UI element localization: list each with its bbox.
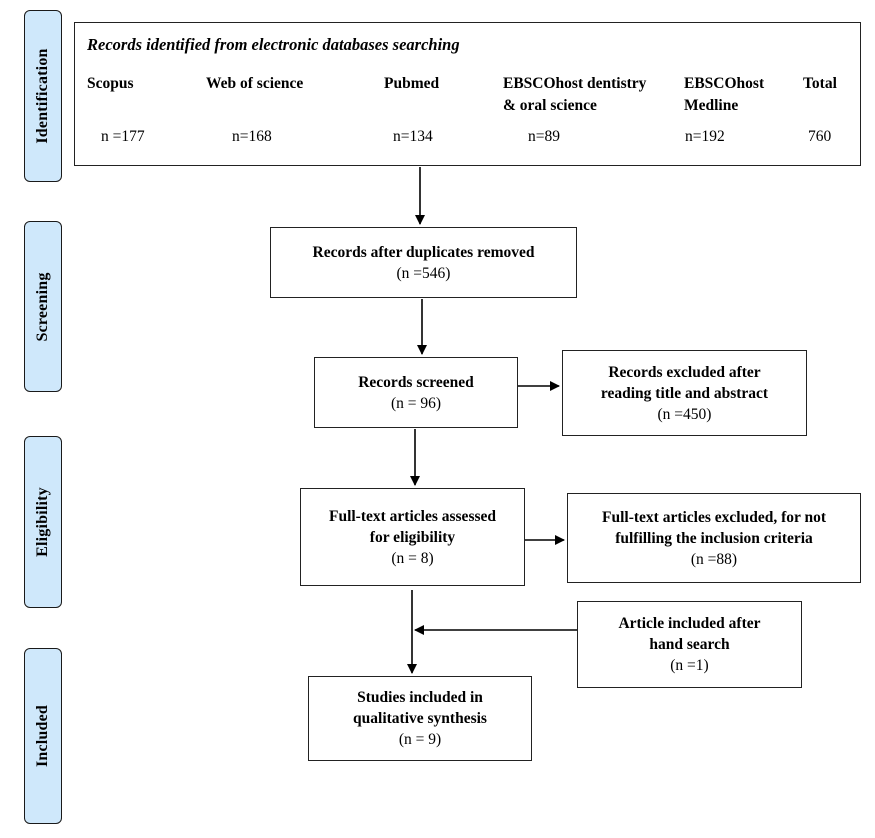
db-name-ebscohost-medline: EBSCOhost Medline [684,73,764,117]
records-screened-box: Records screened (n = 96) [314,357,518,428]
box-label: Studies included in [357,689,483,706]
db-count-ebscohost-medline: n=192 [685,128,725,145]
phase-tab-screening: Screening [24,221,62,392]
db-name-line: & oral science [503,97,597,114]
db-name-line: EBSCOhost [684,75,765,92]
phase-tab-identification: Identification [24,10,62,182]
identification-box: Records identified from electronic datab… [74,22,861,166]
box-label: qualitative synthesis [353,710,487,727]
box-count: (n = 96) [390,394,442,412]
box-label: reading title and abstract [600,384,769,402]
db-name-scopus: Scopus [87,75,134,92]
db-name-ebscohost-dentistry: EBSCOhost dentistry & oral science [503,73,646,117]
db-count-ebscohost-dentistry: n=89 [528,128,560,145]
fulltext-excluded-box: Full-text articles excluded, for not ful… [567,493,861,583]
box-label: fulfilling the inclusion criteria [615,529,813,547]
fulltext-assessed-box: Full-text articles assessed for eligibil… [300,488,525,586]
db-name-line: Medline [684,97,739,114]
box-label: Records after duplicates removed [312,243,535,261]
box-label: for eligibility [369,528,456,546]
box-label: Records excluded after [608,363,761,381]
db-count-scopus: n =177 [101,128,145,145]
db-name-line: EBSCOhost dentistry [503,75,647,92]
box-label: Records screened [358,373,474,391]
db-count-total: 760 [808,128,832,145]
box-label: hand search [649,636,730,653]
box-label: Article included after [618,615,761,632]
db-name-web-of-science: Web of science [206,75,304,92]
identification-title: Records identified from electronic datab… [87,35,460,54]
duplicates-removed-box: Records after duplicates removed (n =546… [270,227,577,298]
hand-search-box: Article included after hand search (n =1… [577,601,802,688]
phase-tab-eligibility: Eligibility [24,436,62,608]
box-label: Full-text articles assessed [328,507,497,525]
studies-included-box: Studies included in qualitative synthesi… [308,676,532,761]
db-name-total: Total [803,75,837,92]
box-count: (n = 8) [391,549,434,567]
box-count: (n = 9) [398,731,442,748]
box-count: (n =88) [690,550,738,568]
records-excluded-box: Records excluded after reading title and… [562,350,807,436]
db-count-web-of-science: n=168 [232,128,272,145]
phase-tab-included: Included [24,648,62,824]
box-count: (n =1) [670,657,709,674]
db-name-pubmed: Pubmed [384,75,440,92]
box-label: Full-text articles excluded, for not [602,508,826,526]
box-count: (n =450) [657,405,712,423]
db-count-pubmed: n=134 [393,128,433,145]
box-count: (n =546) [396,264,451,282]
